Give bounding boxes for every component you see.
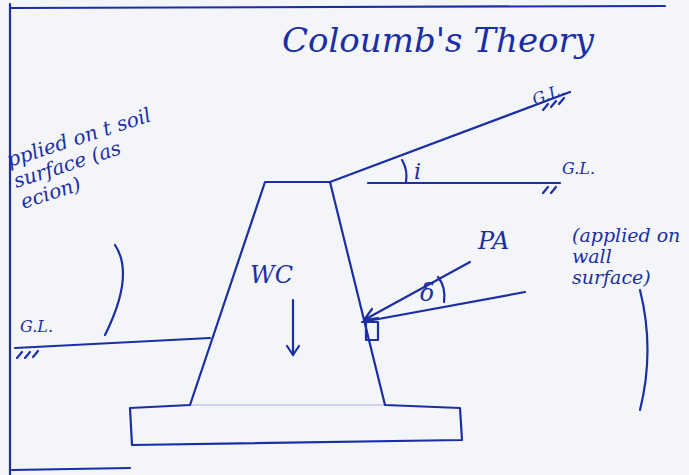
- ground-label: G.L.: [20, 318, 53, 336]
- arrow-head: [364, 309, 378, 320]
- ground-label: G.L.: [530, 81, 567, 109]
- ground-line: [15, 338, 210, 348]
- force-label: PA: [478, 228, 509, 254]
- hatch: [543, 187, 556, 193]
- ground-line: [368, 182, 560, 184]
- margin-line: [9, 4, 11, 475]
- element-square: [366, 322, 378, 340]
- angle-arc: [438, 277, 444, 302]
- ground-label: G.L.: [562, 160, 595, 178]
- weight-arrow: [292, 300, 294, 355]
- bracket: [640, 290, 648, 410]
- title: Coloumb's Theory: [282, 22, 594, 59]
- note: (applied on wall surface): [572, 225, 684, 288]
- angle-arc: [402, 160, 407, 182]
- bracket: [105, 245, 123, 335]
- angle-label: δ: [420, 280, 434, 306]
- wall-base: [188, 405, 386, 406]
- note: pplied on t soil surface (as ecion): [4, 97, 186, 212]
- margin-line: [10, 6, 665, 8]
- force-arrow: [364, 262, 470, 320]
- hatch: [17, 351, 38, 358]
- margin-line: [12, 468, 130, 470]
- arrow-head: [287, 346, 299, 355]
- weight-label: WC: [250, 262, 293, 288]
- angle-label: i: [414, 160, 421, 184]
